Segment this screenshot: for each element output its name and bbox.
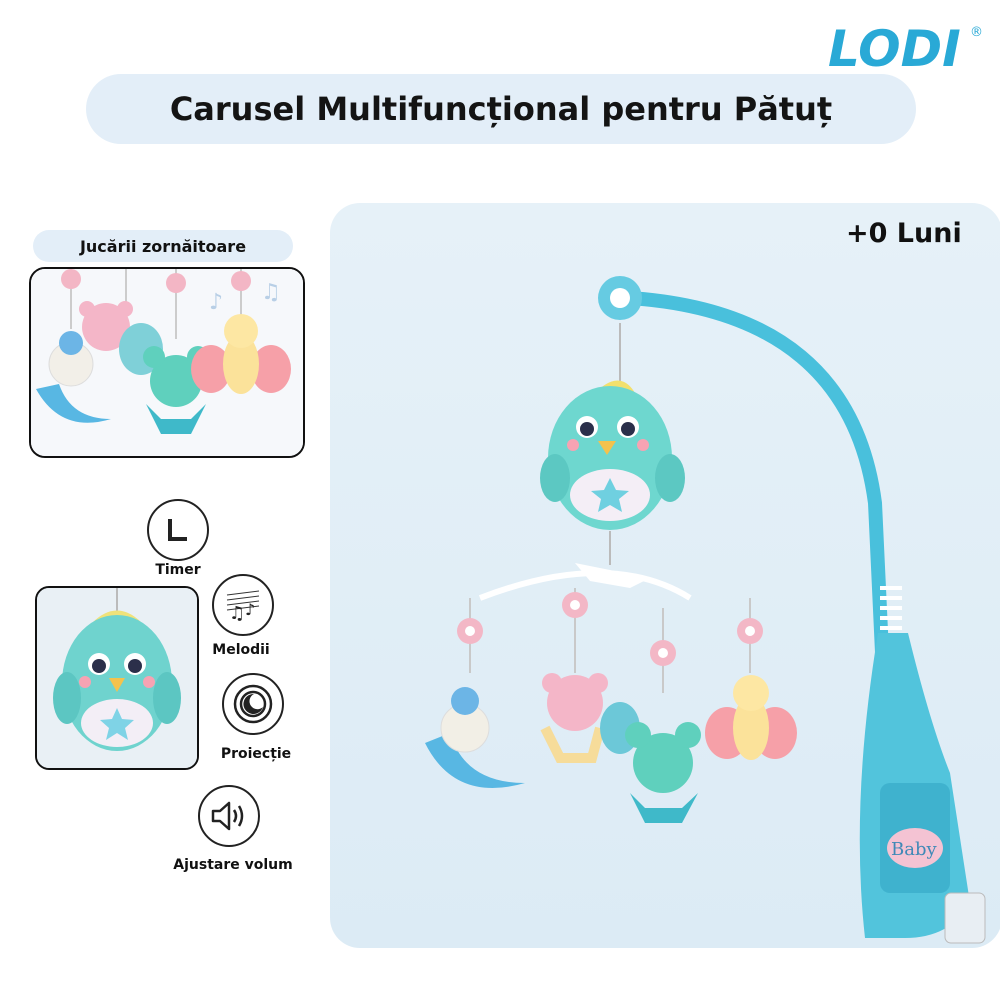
feature-label-projection: Proiecție (220, 746, 292, 762)
svg-text:♫: ♫ (261, 280, 281, 305)
flower-icon (598, 276, 642, 320)
logo-text: LODI (828, 20, 961, 76)
page-title: Carusel Multifuncțional pentru Pătuț (169, 90, 833, 128)
rattle-toys-image: ♪♫ (29, 267, 305, 458)
music-notes-icon: ♫ ♪ (212, 574, 274, 636)
svg-text:♫: ♫ (229, 603, 245, 624)
moon-projection-icon (222, 673, 284, 735)
registered-mark: ® (970, 25, 983, 40)
speaker-icon (198, 785, 260, 847)
bird-closeup-image (35, 586, 199, 770)
crib-mobile-image: Baby (425, 276, 986, 944)
svg-text:♪: ♪ (209, 290, 223, 315)
age-label: +0 Luni (846, 218, 962, 249)
brand-logo: LODI ® (828, 20, 983, 76)
toys-label: Jucării zornăitoare (79, 236, 247, 256)
clock-icon (147, 499, 209, 561)
svg-text:♪: ♪ (245, 600, 255, 619)
baby-badge: Baby (891, 839, 937, 860)
toys-label-pill: Jucării zornăitoare (33, 230, 293, 262)
feature-label-melodies: Melodii (212, 642, 270, 658)
feature-label-timer: Timer (155, 562, 201, 578)
title-banner: Carusel Multifuncțional pentru Pătuț (86, 74, 916, 144)
feature-label-volume: Ajustare volum (173, 857, 293, 873)
